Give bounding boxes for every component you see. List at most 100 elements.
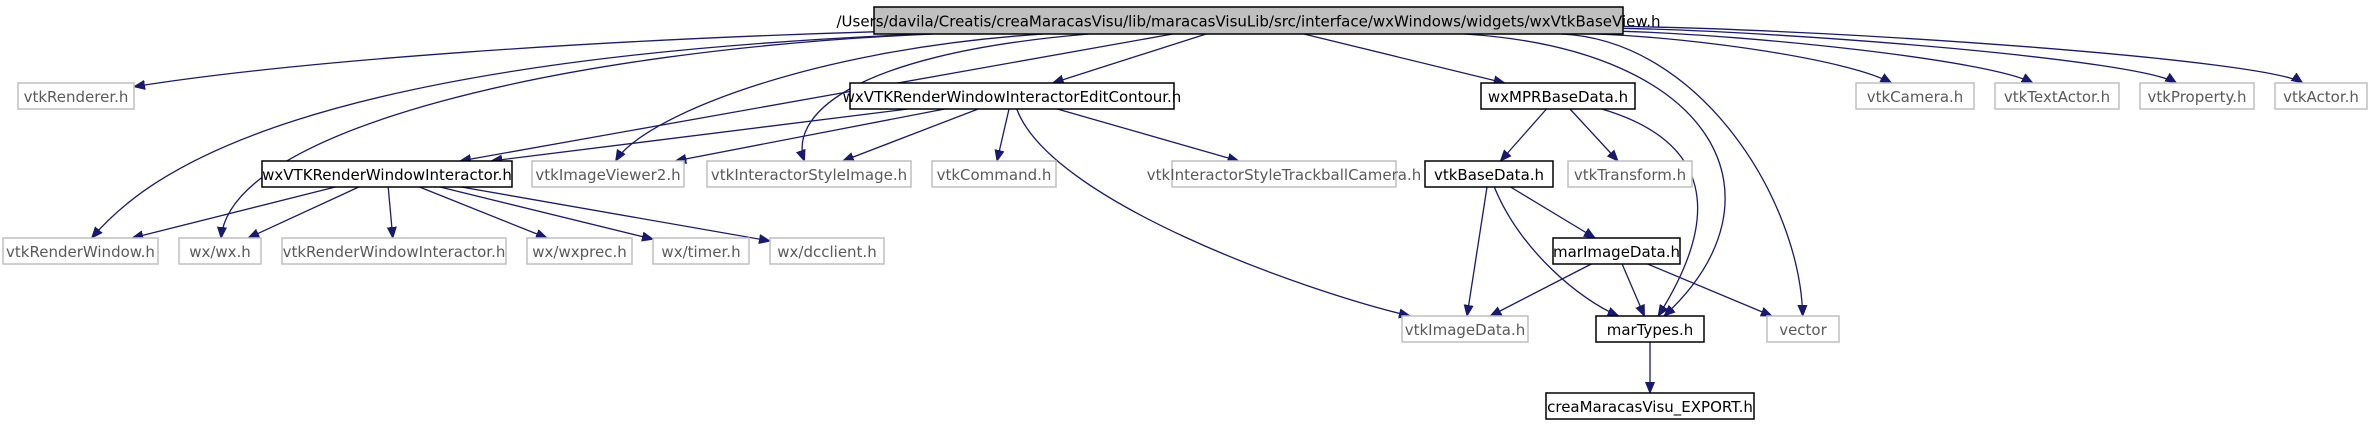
node-label-vtkImageData: vtkImageData.h <box>1405 321 1526 339</box>
node-wxVTKRWI[interactable]: wxVTKRenderWindowInteractor.h <box>261 160 513 188</box>
node-box-vtkInteractorStyleImage <box>706 160 912 188</box>
node-wxprec[interactable]: wx/wxprec.h <box>526 237 633 265</box>
edge-root-to-vtkInteractorStyleImage <box>802 33 1089 161</box>
node-box-marImageData <box>1552 237 1681 265</box>
node-vtkInteractorStyleImage[interactable]: vtkInteractorStyleImage.h <box>706 160 912 188</box>
edge-root-to-wxwx <box>221 33 934 238</box>
node-wxMPRBaseData[interactable]: wxMPRBaseData.h <box>1480 82 1636 110</box>
node-marImageData[interactable]: marImageData.h <box>1552 237 1681 265</box>
node-box-wxVTKRWI <box>261 160 513 188</box>
edge-wxVTKRWI-to-dcclient <box>461 186 770 241</box>
node-label-wxprec: wx/wxprec.h <box>532 243 626 261</box>
node-box-dcclient <box>769 237 885 265</box>
node-label-vtkTextActor: vtkTextActor.h <box>2004 88 2110 106</box>
node-box-wxprec <box>526 237 633 265</box>
node-vtkRenderer[interactable]: vtkRenderer.h <box>17 82 135 110</box>
node-label-marTypes: marTypes.h <box>1607 321 1694 339</box>
node-label-vtkBaseData: vtkBaseData.h <box>1434 166 1544 184</box>
node-box-vtkRenderWindow <box>2 237 159 265</box>
edge-wxVTKRWIEditContour-to-vtkImageViewer2 <box>675 108 945 161</box>
node-dcclient[interactable]: wx/dcclient.h <box>769 237 885 265</box>
edge-root-to-vtkProperty <box>1622 27 2176 83</box>
edge-wxMPRBaseData-to-vtkBaseData <box>1501 108 1547 161</box>
node-vtkRenderWindow[interactable]: vtkRenderWindow.h <box>2 237 159 265</box>
node-label-dcclient: wx/dcclient.h <box>777 243 876 261</box>
edge-wxVTKRWI-to-vtkRWI <box>388 186 393 238</box>
edge-root-to-vtkCamera <box>1596 33 1892 83</box>
edge-wxMPRBaseData-to-vtkTransform <box>1569 108 1618 161</box>
node-label-vtkImageViewer2: vtkImageViewer2.h <box>535 166 680 184</box>
node-box-vtkProperty <box>2139 82 2255 110</box>
node-label-vtkCamera: vtkCamera.h <box>1867 88 1964 106</box>
node-box-vtkImageViewer2 <box>531 160 685 188</box>
node-vtkImageData[interactable]: vtkImageData.h <box>1401 315 1529 343</box>
node-label-wxwx: wx/wx.h <box>189 243 251 261</box>
node-label-vtkISTrackballCamera: vtkInteractorStyleTrackballCamera.h <box>1147 166 1421 184</box>
node-label-vtkCommand: vtkCommand.h <box>937 166 1052 184</box>
node-label-creaExport: creaMaracasVisu_EXPORT.h <box>1547 398 1753 417</box>
node-vtkBaseData[interactable]: vtkBaseData.h <box>1424 160 1554 188</box>
node-wxwx[interactable]: wx/wx.h <box>178 237 262 265</box>
edge-vtkBaseData-to-marTypes <box>1493 186 1618 317</box>
edge-root-to-wxVTKRWIEditContour <box>1053 33 1207 83</box>
node-vector[interactable]: vector <box>1766 315 1840 343</box>
node-vtkCamera[interactable]: vtkCamera.h <box>1855 82 1975 110</box>
edge-root-to-wxVTKRWI <box>460 33 1173 161</box>
node-box-vtkActor <box>2274 82 2368 110</box>
node-vtkCommand[interactable]: vtkCommand.h <box>931 160 1057 188</box>
node-label-vtkProperty: vtkProperty.h <box>2147 88 2246 106</box>
node-label-wxVTKRWIEditContour: wxVTKRenderWindowInteractorEditContour.h <box>843 88 1182 106</box>
node-box-creaExport <box>1545 392 1755 420</box>
node-marTypes[interactable]: marTypes.h <box>1595 315 1705 343</box>
edge-marImageData-to-vtkImageData <box>1490 263 1592 316</box>
node-box-vtkTransform <box>1567 160 1693 188</box>
edge-root-to-vtkRenderWindow <box>92 33 925 238</box>
nodes: /Users/davila/Creatis/creaMaracasVisu/li… <box>2 6 2368 420</box>
edges <box>92 25 2303 393</box>
node-box-vtkISTrackballCamera <box>1171 160 1397 188</box>
node-wxVTKRWIEditContour[interactable]: wxVTKRenderWindowInteractorEditContour.h <box>843 82 1182 110</box>
edge-root-to-vector <box>1561 33 1803 316</box>
node-box-root <box>873 6 1624 35</box>
edge-wxMPRBaseData-to-marTypes <box>1601 108 1699 316</box>
node-box-wxwx <box>178 237 262 265</box>
edge-vtkBaseData-to-vtkImageData <box>1467 186 1488 316</box>
node-vtkISTrackballCamera[interactable]: vtkInteractorStyleTrackballCamera.h <box>1147 160 1421 188</box>
node-label-marImageData: marImageData.h <box>1553 243 1680 261</box>
edge-wxVTKRWIEditContour-to-vtkImageData <box>1016 108 1410 316</box>
edge-root-to-vtkActor <box>1622 25 2303 83</box>
node-box-vtkCamera <box>1855 82 1975 110</box>
node-box-vtkImageData <box>1401 315 1529 343</box>
node-wxtimer[interactable]: wx/timer.h <box>652 237 750 265</box>
node-label-wxMPRBaseData: wxMPRBaseData.h <box>1488 88 1628 106</box>
node-vtkTextActor[interactable]: vtkTextActor.h <box>1994 82 2120 110</box>
node-vtkActor[interactable]: vtkActor.h <box>2274 82 2368 110</box>
edge-wxVTKRWIEditContour-to-vtkCommand <box>997 108 1010 161</box>
node-label-vtkRenderWindow: vtkRenderWindow.h <box>6 243 155 261</box>
node-vtkImageViewer2[interactable]: vtkImageViewer2.h <box>531 160 685 188</box>
node-vtkTransform[interactable]: vtkTransform.h <box>1567 160 1693 188</box>
node-vtkProperty[interactable]: vtkProperty.h <box>2139 82 2255 110</box>
edge-root-to-wxMPRBaseData <box>1303 33 1505 83</box>
edge-wxVTKRWIEditContour-to-wxVTKRWI <box>491 108 908 161</box>
node-label-vtkActor: vtkActor.h <box>2283 88 2359 106</box>
edge-wxVTKRWI-to-vtkRenderWindow <box>132 186 336 238</box>
node-label-vtkTransform: vtkTransform.h <box>1574 166 1686 184</box>
edge-root-to-marTypes <box>1464 33 1726 316</box>
node-label-vtkRWI: vtkRenderWindowInteractor.h <box>283 243 506 261</box>
node-label-wxVTKRWI: wxVTKRenderWindowInteractor.h <box>262 166 512 184</box>
edge-vtkBaseData-to-marImageData <box>1510 186 1596 238</box>
node-vtkRWI[interactable]: vtkRenderWindowInteractor.h <box>281 237 507 265</box>
node-label-wxtimer: wx/timer.h <box>661 243 740 261</box>
edge-marImageData-to-marTypes <box>1621 263 1645 316</box>
node-creaExport[interactable]: creaMaracasVisu_EXPORT.h <box>1545 392 1755 420</box>
node-box-vtkCommand <box>931 160 1057 188</box>
edge-root-to-vtkTextActor <box>1622 30 2033 83</box>
node-box-marTypes <box>1595 315 1705 343</box>
edge-marImageData-to-vector <box>1647 263 1772 317</box>
node-root[interactable]: /Users/davila/Creatis/creaMaracasVisu/li… <box>836 6 1661 35</box>
node-label-vtkInteractorStyleImage: vtkInteractorStyleImage.h <box>711 166 907 184</box>
node-box-wxMPRBaseData <box>1480 82 1636 110</box>
node-box-wxVTKRWIEditContour <box>849 82 1175 110</box>
